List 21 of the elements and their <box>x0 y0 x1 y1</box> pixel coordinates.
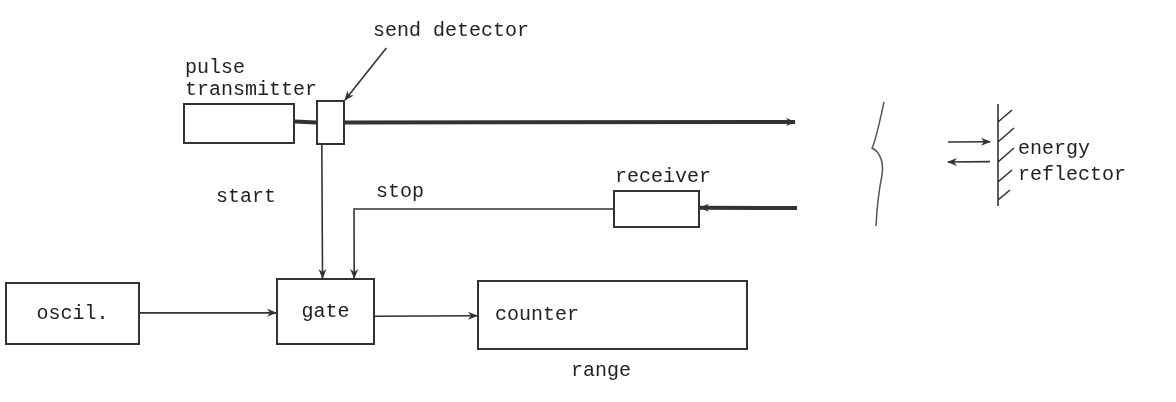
callout-text: send detector <box>373 19 530 42</box>
block-label: receiver <box>615 166 712 188</box>
block-label: energy reflector <box>1018 136 1128 188</box>
block-label: gate <box>301 301 350 322</box>
arrow <box>345 118 796 126</box>
detector-box <box>316 100 345 145</box>
edge-label: stop <box>374 182 426 202</box>
block-box <box>276 278 375 345</box>
block-caption: range <box>571 359 631 382</box>
block-label: pulse transmitter <box>185 57 319 101</box>
arrow <box>699 203 797 212</box>
arrow <box>318 144 327 279</box>
arrow <box>947 137 991 146</box>
arrow <box>350 208 614 279</box>
block-label: counter <box>495 305 579 325</box>
block-label: oscil. <box>36 303 109 324</box>
arrow <box>374 311 478 320</box>
leader-line <box>344 47 388 101</box>
block-box <box>5 282 140 345</box>
arrow <box>139 308 277 317</box>
arrow <box>947 157 991 166</box>
